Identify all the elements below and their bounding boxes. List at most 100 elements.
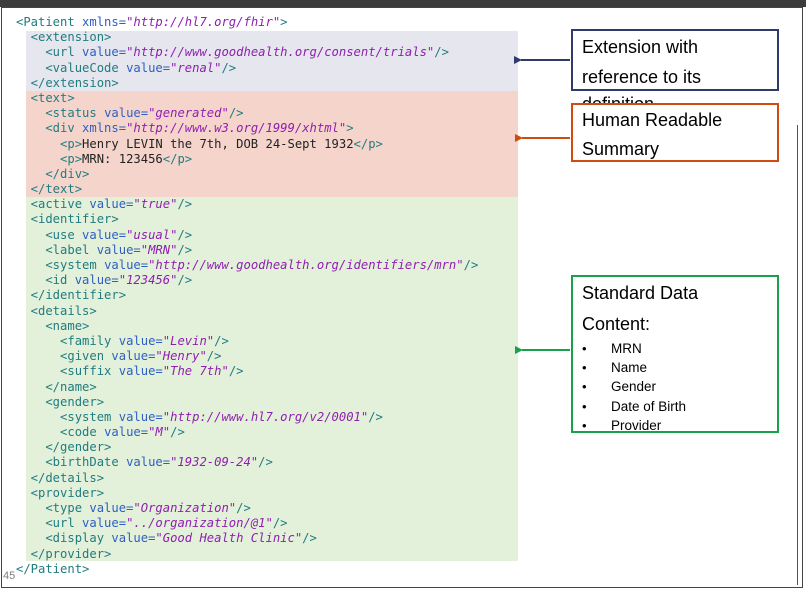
list-item: Name: [573, 358, 777, 377]
code-line: <use value="usual"/>: [16, 228, 478, 243]
code-token: "http://hl7.org/fhir": [126, 15, 281, 29]
code-line: <given value="Henry"/>: [16, 349, 478, 364]
code-token: />: [434, 45, 449, 60]
code-token: "../organization/@1": [126, 516, 273, 531]
standard-callout-line1: Standard Data: [582, 283, 699, 303]
code-token: "MRN": [140, 242, 178, 257]
code-token: />: [228, 364, 244, 379]
code-token: <url: [16, 516, 83, 531]
code-token: Henry LEVIN the 7th, DOB 24-Sept 1932: [82, 136, 354, 151]
code-token: </extension>: [16, 75, 119, 90]
code-token: />: [258, 455, 273, 470]
code-token: "Organization": [133, 501, 237, 515]
code-line: <system value="http://www.hl7.org/v2/000…: [16, 410, 478, 425]
code-token: <type: [16, 501, 90, 515]
code-token: <details>: [16, 303, 97, 318]
code-token: value=: [111, 531, 156, 546]
code-token: </div>: [16, 166, 90, 181]
code-token: <url: [16, 45, 83, 60]
code-token: MRN: 123456: [82, 151, 163, 166]
code-token: value=: [82, 227, 127, 242]
code-line: <id value="123456"/>: [16, 273, 478, 288]
code-line: <provider>: [16, 486, 478, 501]
list-item: Gender: [573, 377, 777, 396]
code-line: <suffix value="The 7th"/>: [16, 364, 478, 379]
code-line: </provider>: [16, 547, 478, 562]
code-token: "M": [148, 425, 171, 440]
code-token: value=: [111, 349, 156, 364]
code-line: <system value="http://www.goodhealth.org…: [16, 258, 478, 273]
fhir-xml-code: <Patient xmlns="http://hl7.org/fhir"> <e…: [16, 15, 478, 577]
code-token: />: [177, 242, 193, 257]
code-token: </provider>: [16, 546, 112, 561]
standard-data-region: [26, 197, 518, 561]
code-token: </name>: [16, 379, 97, 394]
code-token: "renal": [170, 60, 222, 75]
code-token: <p>: [16, 136, 83, 151]
list-item: Date of Birth: [573, 397, 777, 416]
extension-callout-line1: Extension with: [582, 37, 699, 57]
code-token: />: [368, 409, 383, 424]
code-token: "usual": [126, 227, 178, 242]
code-line: </name>: [16, 380, 478, 395]
code-line: </extension>: [16, 76, 478, 91]
code-token: </p>: [353, 136, 383, 151]
code-token: value=: [89, 501, 134, 515]
code-line: <valueCode value="renal"/>: [16, 61, 478, 76]
code-line: <Patient xmlns="http://hl7.org/fhir">: [16, 15, 478, 30]
code-token: "http://www.w3.org/1999/xhtml": [126, 121, 347, 136]
code-token: <gender>: [16, 394, 105, 409]
code-line: <family value="Levin"/>: [16, 334, 478, 349]
code-token: <id: [16, 273, 75, 288]
code-token: <code: [16, 425, 105, 440]
code-line: <active value="true"/>: [16, 197, 478, 212]
code-line: <identifier>: [16, 212, 478, 227]
code-token: "Good Health Clinic": [155, 531, 303, 546]
slide-frame: [1, 7, 803, 588]
code-token: />: [177, 273, 193, 288]
code-token: "Henry": [155, 349, 207, 364]
top-bar: [0, 0, 806, 7]
code-line: <extension>: [16, 30, 478, 45]
code-token: value=: [82, 45, 127, 60]
code-token: />: [236, 501, 251, 515]
code-line: <text>: [16, 91, 478, 106]
code-token: xmlns=: [82, 15, 127, 29]
standard-data-callout: Standard Data Content: MRN Name Gender D…: [571, 275, 779, 435]
code-token: <birthDate: [16, 455, 127, 470]
code-token: value=: [118, 333, 163, 348]
code-line: <display value="Good Health Clinic"/>: [16, 531, 478, 546]
code-token: <label: [16, 242, 97, 257]
code-token: />: [221, 60, 237, 75]
code-token: />: [228, 106, 244, 121]
code-token: />: [170, 425, 185, 440]
code-line: </gender>: [16, 440, 478, 455]
code-token: <provider>: [16, 485, 105, 500]
code-token: </identifier>: [16, 288, 127, 303]
code-token: value=: [96, 242, 141, 257]
code-line: <code value="M"/>: [16, 425, 478, 440]
code-token: <family: [16, 333, 119, 348]
code-token: <status: [16, 106, 105, 121]
code-token: >: [280, 15, 288, 29]
code-token: value=: [74, 273, 119, 288]
code-token: value=: [89, 197, 134, 212]
code-token: <system: [16, 258, 105, 272]
code-token: value=: [104, 425, 149, 440]
code-line: <type value="Organization"/>: [16, 501, 478, 516]
code-line: <name>: [16, 319, 478, 334]
code-token: <extension>: [16, 30, 112, 45]
code-token: <identifier>: [16, 212, 119, 227]
code-token: "true": [133, 197, 178, 212]
list-item: MRN: [573, 339, 777, 358]
code-token: xmlns=: [82, 121, 127, 136]
code-token: "http://www.hl7.org/v2/0001": [162, 409, 369, 424]
code-token: />: [463, 258, 479, 272]
code-token: <name>: [16, 318, 90, 333]
code-token: <valueCode: [16, 60, 127, 75]
code-token: <text>: [16, 90, 75, 105]
code-token: </p>: [162, 151, 193, 166]
code-token: value=: [118, 364, 163, 379]
summary-callout: Human Readable Summary: [571, 103, 779, 162]
code-token: "The 7th": [162, 364, 229, 379]
